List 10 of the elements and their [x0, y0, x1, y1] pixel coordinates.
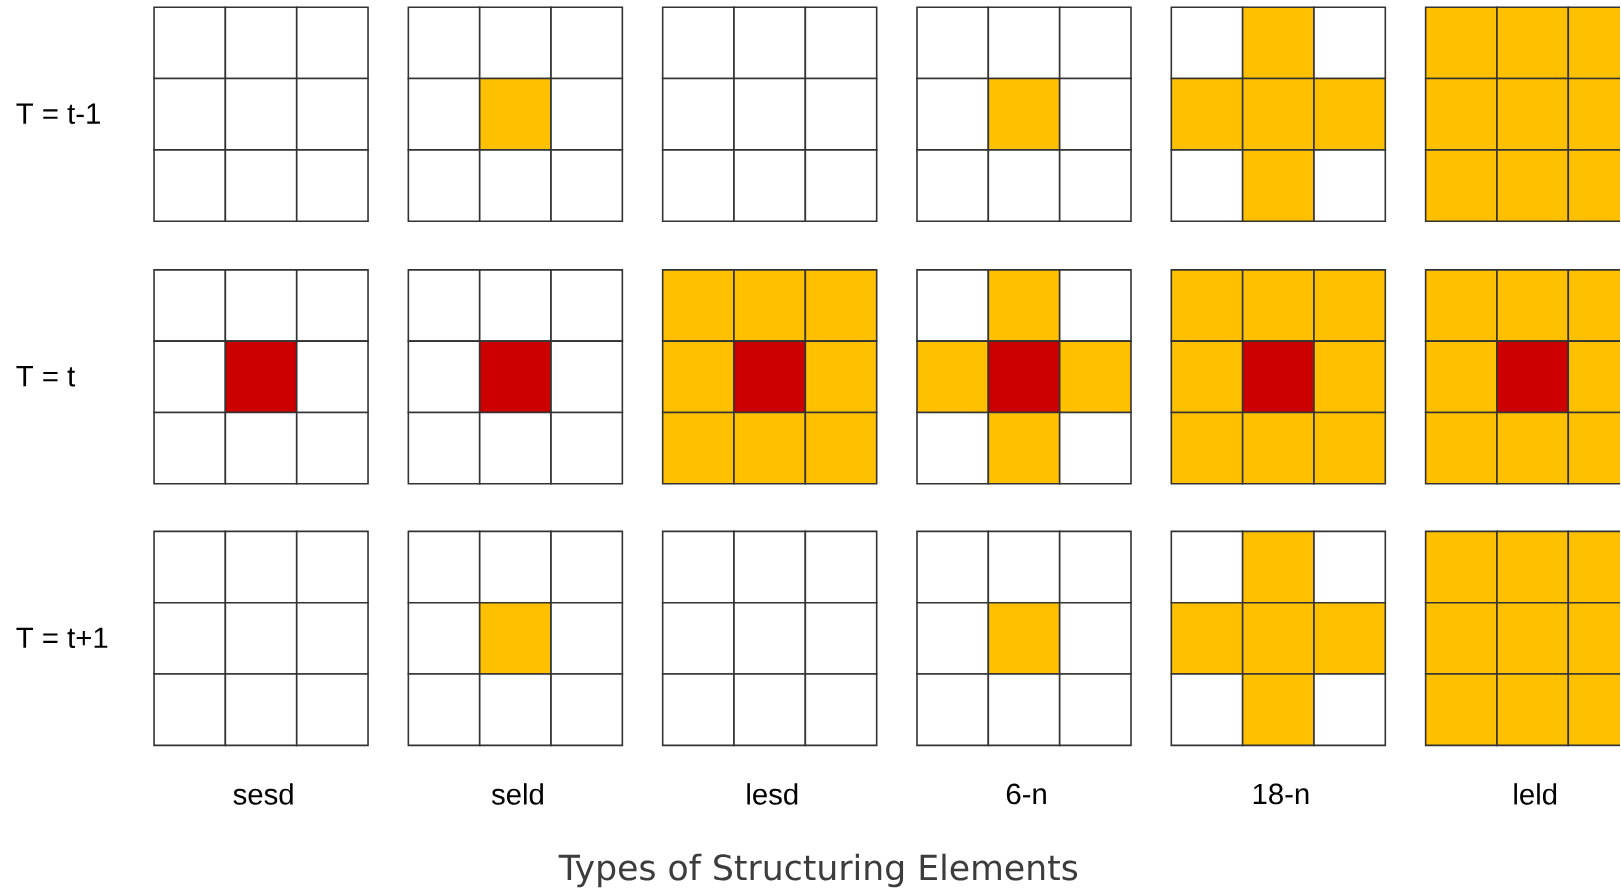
column-label: lesd	[747, 783, 798, 805]
column-label: leld	[1514, 783, 1557, 805]
row-label: T = t	[16, 366, 76, 387]
caption: Types of Structuring Elements	[558, 853, 1078, 888]
row-label: T = t+1	[16, 627, 108, 648]
column-label: 18-n	[1253, 783, 1309, 805]
row-label: T = t-1	[16, 103, 100, 124]
column-label: sesd	[233, 783, 293, 805]
column-label: 6-n	[1006, 783, 1046, 805]
column-label: seld	[491, 783, 543, 805]
